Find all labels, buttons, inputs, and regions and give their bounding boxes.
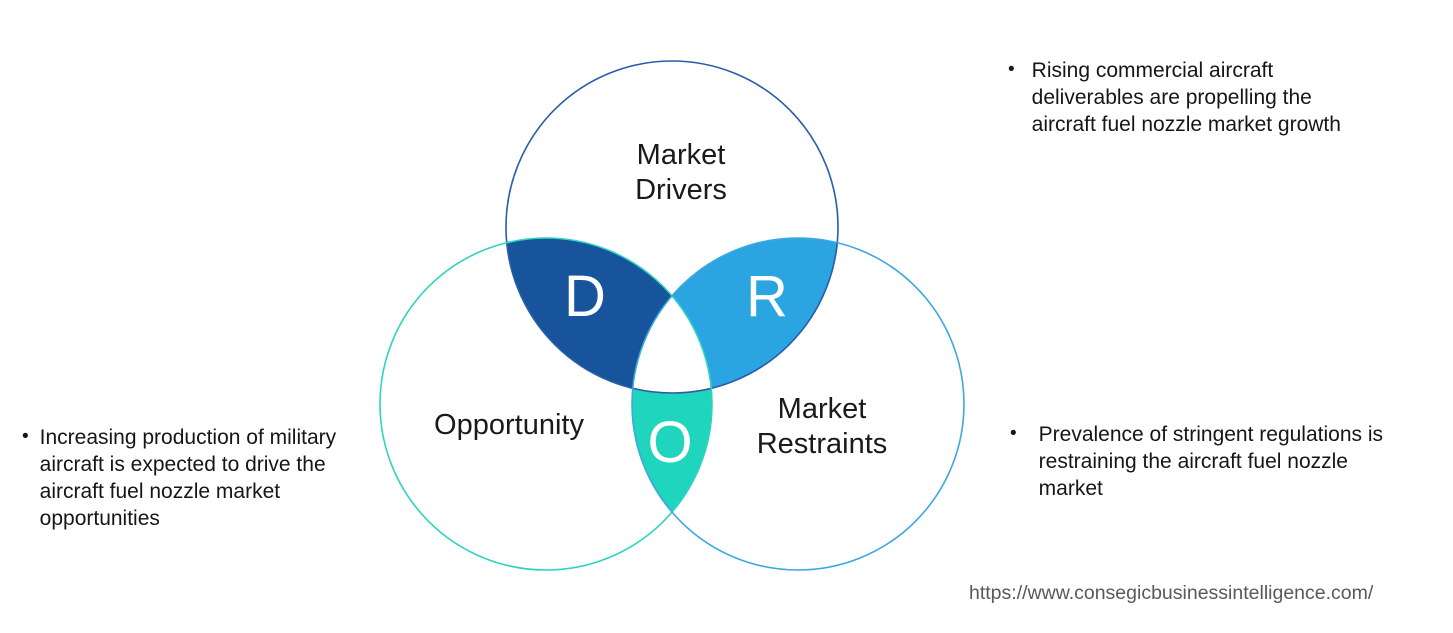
bullet-icon: • — [1010, 423, 1017, 444]
bullet-line: aircraft fuel nozzle market growth — [1031, 113, 1341, 136]
overlap-d-region — [506, 238, 712, 393]
bullet-line: aircraft is expected to drive the — [39, 453, 326, 476]
restraints-circle-outline — [631, 237, 965, 571]
opportunity-label: Opportunity — [434, 409, 584, 441]
bullet-line: deliverables are propelling the — [1031, 86, 1312, 109]
bullet-line: Prevalence of stringent regulations is — [1038, 423, 1384, 446]
restraints-label-line1: Market — [778, 393, 867, 425]
drivers-circle-outline — [505, 60, 839, 394]
bullet-line: aircraft fuel nozzle market — [39, 480, 281, 503]
bullet-drivers-text: Rising commercial aircraft deliverables … — [1032, 57, 1341, 138]
bullet-line: Rising commercial aircraft — [1031, 59, 1274, 82]
bullet-line: market — [1038, 477, 1103, 500]
bullet-opportunity-note: • Increasing production of military airc… — [22, 424, 336, 532]
letter-o: O — [647, 410, 692, 475]
bullet-opportunity-text: Increasing production of military aircra… — [40, 424, 336, 532]
bullet-icon: • — [1008, 59, 1015, 80]
overlap-r-region — [632, 238, 838, 393]
drivers-label-line2: Drivers — [635, 174, 727, 206]
bullet-line: restraining the aircraft fuel nozzle — [1038, 450, 1348, 473]
letter-r: R — [746, 264, 788, 329]
restraints-label-line2: Restraints — [757, 428, 888, 460]
letter-d: D — [564, 264, 606, 329]
bullet-line: opportunities — [39, 507, 160, 530]
bullet-line: Increasing production of military — [39, 426, 337, 449]
opportunity-circle-outline — [379, 237, 713, 571]
source-url: https://www.consegicbusinessintelligence… — [969, 582, 1374, 604]
bullet-restraints-note: • Prevalence of stringent regulations is… — [1010, 421, 1383, 502]
bullet-drivers-note: • Rising commercial aircraft deliverable… — [1008, 57, 1341, 138]
overlap-d-fill — [506, 238, 712, 393]
drivers-label-line1: Market — [637, 139, 726, 171]
bullet-icon: • — [22, 426, 29, 447]
bullet-restraints-text: Prevalence of stringent regulations is r… — [1039, 421, 1383, 502]
overlap-r-fill — [632, 238, 838, 393]
